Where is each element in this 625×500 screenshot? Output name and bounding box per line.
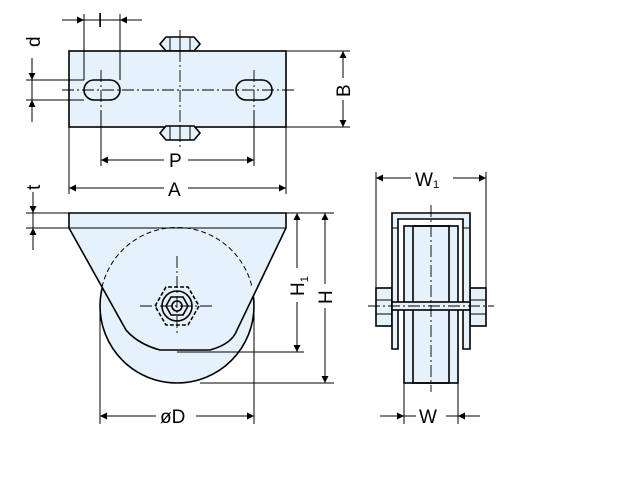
side-view: W1 W [368,166,494,428]
label-P: P [169,151,182,172]
label-A: A [168,180,181,201]
label-W1: W1 [415,170,439,191]
dimension-A: A [68,127,287,201]
bracket-side [391,212,471,350]
dimension-l: l [62,11,142,80]
dimension-d: d [24,36,84,122]
label-d: d [24,36,45,47]
dimension-W: W [380,383,480,428]
dimension-D: øD [99,306,255,428]
axle-nut-left-side [375,287,393,327]
dimension-B: B [286,50,355,128]
label-H: H [316,290,337,304]
label-H1: H1 [288,276,311,296]
dimension-H1: H1 [177,212,311,353]
label-B: B [334,84,355,97]
label-l: l [98,11,102,32]
axle-nut-right-side [469,287,487,327]
label-D: øD [160,407,185,428]
dimension-t: t [24,184,69,250]
front-view: t H1 H øD [24,184,337,428]
label-t: t [24,184,45,190]
mounting-plate-top [68,50,287,128]
bracket-front [68,212,287,351]
dimension-W1: W1 [375,166,487,288]
top-view: l d B P [24,11,355,201]
dimension-P: P [100,110,255,172]
dimension-H: H [200,212,337,384]
label-W: W [419,407,437,428]
